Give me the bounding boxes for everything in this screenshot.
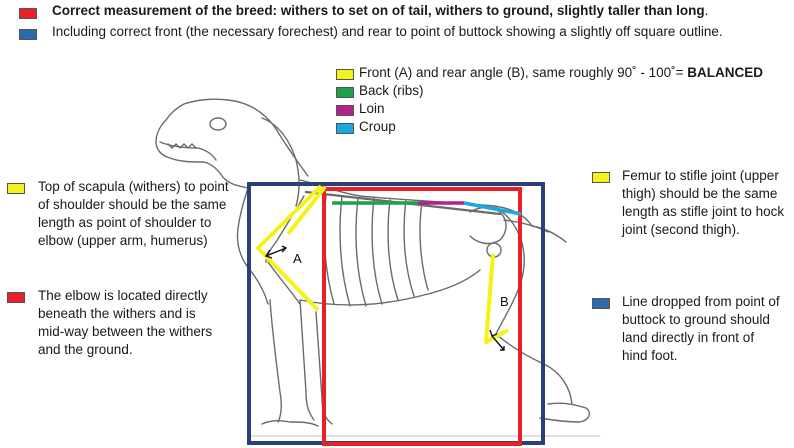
dog-ear-outline — [261, 117, 300, 207]
legend-cyan-swatch — [336, 123, 354, 134]
rear-angle-arrow — [489, 329, 505, 351]
croup-line — [463, 201, 522, 216]
note-buttock: Line dropped from point of buttock to gr… — [622, 294, 780, 363]
dog-eye — [209, 117, 227, 131]
note-femur-swatch — [592, 172, 610, 183]
note-scapula-swatch — [7, 183, 25, 194]
legend-green-swatch — [336, 87, 354, 98]
dog-teeth — [167, 143, 197, 149]
withers-diagonal — [286, 185, 327, 236]
note-scapula: Top of scapula (withers) to point of sho… — [38, 179, 229, 248]
header-red-swatch — [19, 8, 37, 19]
blue-outline-frame — [247, 182, 545, 445]
note-elbow: The elbow is located directly beneath th… — [38, 288, 213, 357]
front-angle-arrow — [264, 245, 288, 259]
header-line-1-text: Correct measurement of the breed: wither… — [52, 3, 705, 18]
angle-label-a: A — [293, 251, 302, 266]
header-line-1: Correct measurement of the breed: wither… — [52, 2, 708, 20]
dog-skeleton-illustration — [155, 98, 601, 437]
red-height-frame — [322, 187, 522, 446]
dog-ribcage — [323, 195, 429, 307]
dog-front-leg — [269, 299, 315, 423]
legend-yellow-swatch — [336, 69, 354, 80]
legend-balanced: BALANCED — [687, 65, 764, 80]
legend-front-rear-text: Front (A) and rear angle (B), same rough… — [359, 65, 688, 80]
legend-magenta-swatch — [336, 105, 354, 116]
dog-neck-outline — [236, 187, 269, 305]
legend-croup: Croup — [359, 119, 396, 134]
note-buttock-swatch — [592, 298, 610, 309]
legend-loin: Loin — [359, 101, 385, 116]
rear-angle-lines — [484, 253, 509, 344]
note-femur: Femur to stifle joint (upper thigh) shou… — [622, 168, 785, 237]
front-angle-lines — [256, 184, 323, 312]
note-elbow-swatch — [7, 292, 25, 303]
dog-front-foot — [261, 419, 319, 427]
header-blue-swatch — [19, 29, 37, 40]
dog-belly — [299, 269, 481, 306]
header-line-1-end: . — [704, 3, 709, 18]
dog-humerus — [267, 261, 301, 305]
dog-hind-foot — [539, 402, 591, 423]
dog-head-outline — [155, 98, 309, 189]
dog-hind-lower — [495, 333, 573, 405]
legend-back: Back (ribs) — [359, 83, 424, 98]
legend-front-rear: Front (A) and rear angle (B), same rough… — [359, 64, 763, 82]
dog-hind-thigh — [493, 205, 525, 335]
header-line-2: Including correct front (the necessary f… — [52, 24, 723, 39]
angle-label-b: B — [500, 294, 509, 309]
